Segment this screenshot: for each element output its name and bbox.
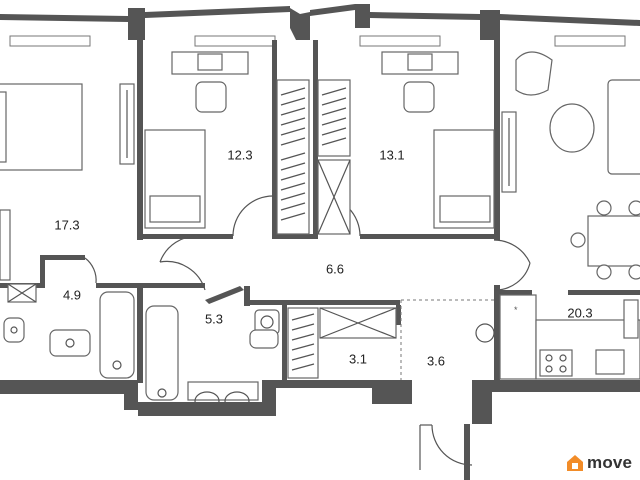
brand-logo[interactable]: move [566,451,632,475]
dashed-lines [400,299,494,380]
room-labels: 17.3 12.3 13.1 6.6 20.3 4.9 5.3 3.1 3.6 [54,147,592,368]
door-swings [84,195,531,480]
brand-name: move [587,453,633,472]
living-furniture [515,51,640,280]
room-label-bedroom-master: 17.3 [54,217,79,232]
bedroom-3-furniture [381,51,517,229]
room-label-corridor: 6.6 [326,261,344,276]
master-bedroom-furniture [0,83,135,303]
svg-text:*: * [514,305,518,315]
room-label-storage: 3.1 [349,351,367,366]
wardrobes [276,79,397,379]
bedroom-2-furniture [144,51,249,229]
house-icon [567,455,583,471]
bathroom-1-fixtures [3,291,135,379]
room-label-bedroom-2: 12.3 [227,147,252,162]
room-label-hall: 3.6 [427,353,445,368]
room-label-bedroom-3: 13.1 [379,147,404,162]
exterior-walls [0,4,640,424]
bathroom-2-fixtures [145,305,495,411]
room-label-kitchen-living: 20.3 [567,305,592,320]
kitchen-furniture: * [499,294,640,380]
room-label-bathroom-2: 5.3 [205,311,223,326]
interior-walls [0,40,640,383]
room-label-bathroom-1: 4.9 [63,287,81,302]
